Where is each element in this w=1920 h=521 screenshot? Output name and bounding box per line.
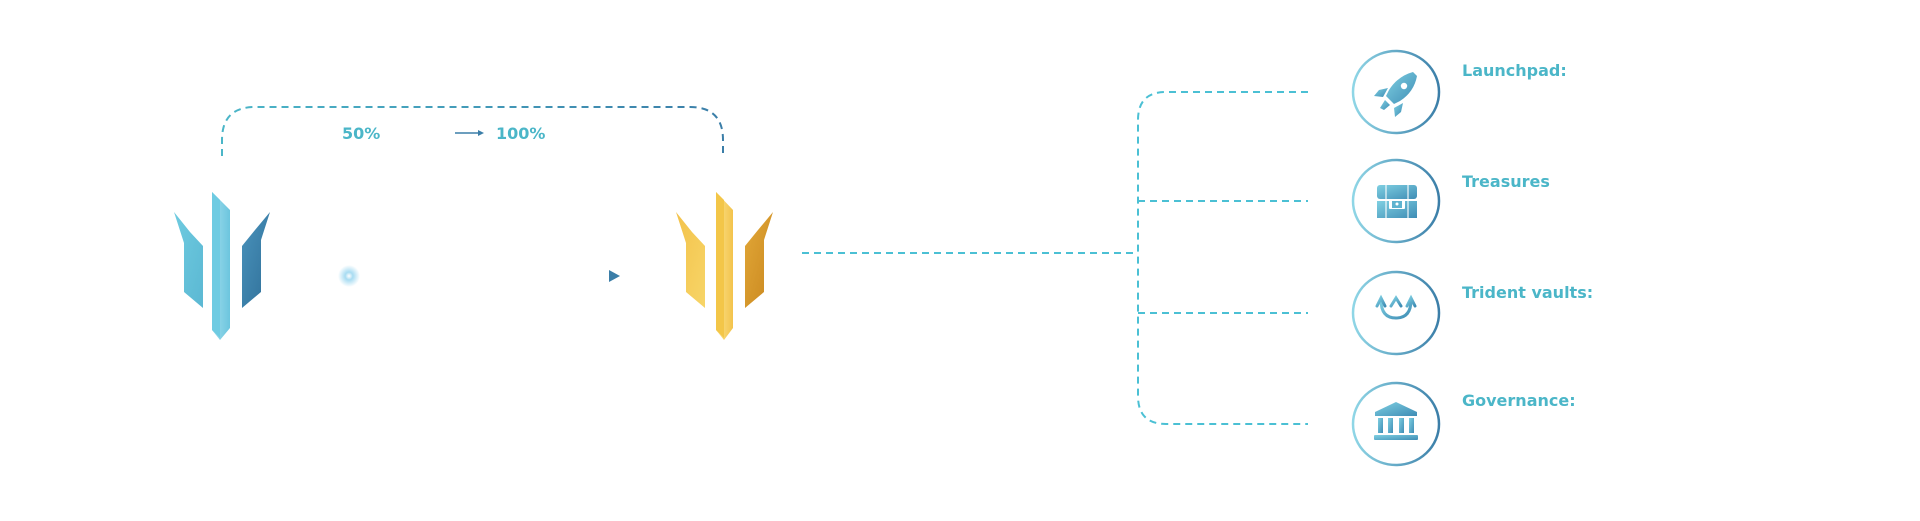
feature-circles [1351, 49, 1441, 467]
treasure-chest-icon [1377, 185, 1417, 218]
feature-label-treasures: Treasures [1462, 172, 1550, 191]
rocket-icon [1374, 72, 1417, 117]
feature-connectors [802, 91, 1308, 425]
to-percent-label: 100% [496, 124, 546, 143]
conversion-arrow [338, 265, 620, 287]
from-percent-label: 50% [342, 124, 381, 143]
feature-label-trident-vaults: Trident vaults: [1462, 283, 1594, 302]
governance-button[interactable] [1348, 383, 1434, 465]
percent-arrow [455, 130, 484, 136]
treasures-button[interactable] [1348, 160, 1434, 242]
trident-vaults-button[interactable] [1348, 272, 1434, 354]
trident-icon [1375, 294, 1417, 336]
gold-trident-logo [676, 192, 773, 340]
bank-icon [1374, 402, 1418, 440]
conversion-arc-dashed [221, 106, 724, 156]
feature-label-governance: Governance: [1462, 391, 1576, 410]
launchpad-button[interactable] [1348, 51, 1434, 133]
feature-label-launchpad: Launchpad: [1462, 61, 1567, 80]
blue-trident-logo [174, 192, 270, 340]
